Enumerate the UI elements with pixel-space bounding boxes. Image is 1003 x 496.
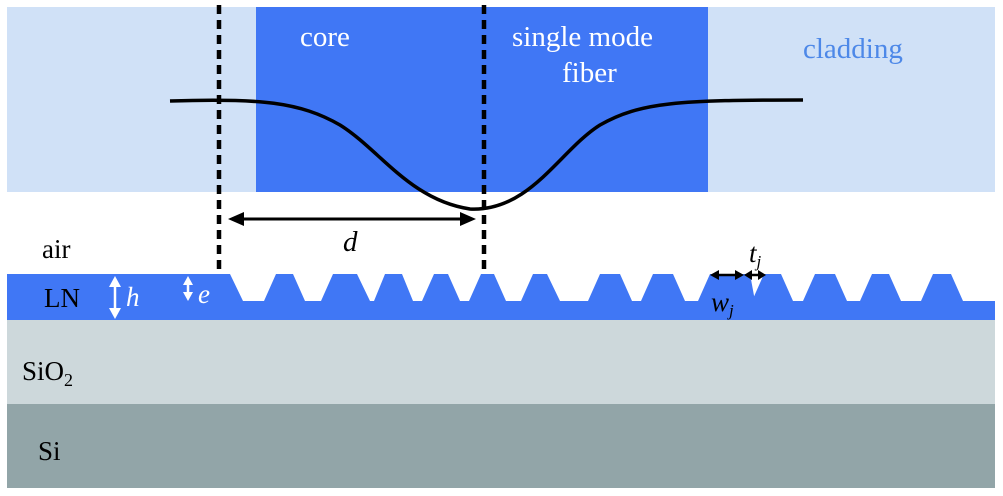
d-label: d <box>343 226 358 258</box>
sio2-layer <box>7 320 995 404</box>
mode-profile-curve <box>169 98 804 211</box>
h-label: h <box>126 282 140 312</box>
e-etch-depth-arrow <box>183 276 193 301</box>
si-substrate <box>7 404 995 488</box>
ln-grating-layer <box>7 274 995 320</box>
cladding-label: cladding <box>803 33 903 65</box>
e-label: e <box>198 279 210 309</box>
sio2-label: SiO2 <box>22 356 73 390</box>
si-label: Si <box>38 436 61 466</box>
t-label: tj <box>749 238 762 271</box>
d-offset-arrow <box>228 212 476 226</box>
air-label: air <box>42 234 70 264</box>
t-gap-width-arrow <box>744 270 766 280</box>
fiber-label-line2: fiber <box>562 57 617 89</box>
core-label: core <box>300 21 350 53</box>
w-label: wj <box>711 287 734 320</box>
ln-label: LN <box>44 283 80 313</box>
fiber-label-line1: single mode <box>512 21 653 53</box>
h-thickness-arrow <box>109 276 121 319</box>
w-tooth-width-arrow <box>710 270 744 280</box>
